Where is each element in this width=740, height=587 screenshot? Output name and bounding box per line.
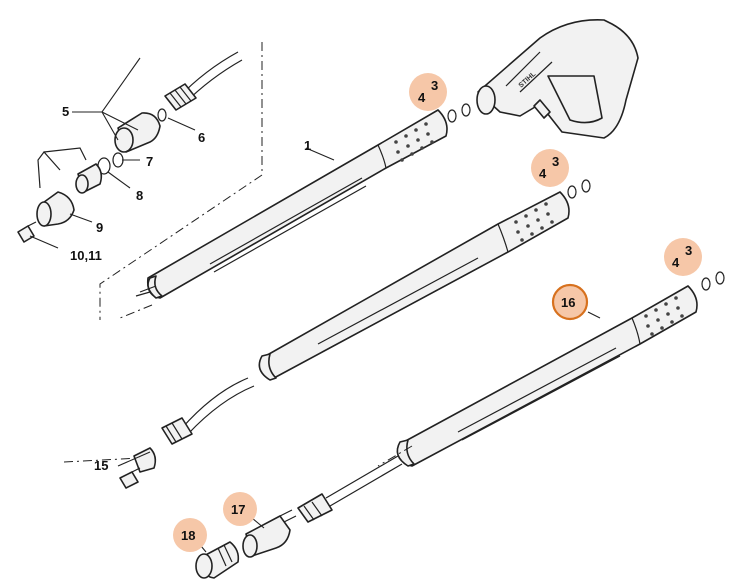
spray-gun: STIHL <box>476 19 639 139</box>
callout-1: 1 <box>304 138 311 153</box>
lance-16 <box>297 285 698 523</box>
nozzle-17 <box>242 509 297 558</box>
grip-texture-1 <box>394 122 434 162</box>
callout-highlight-4-3-mid[interactable] <box>531 149 569 187</box>
callout-9: 9 <box>96 220 103 235</box>
callout-4b: 4 <box>539 166 547 181</box>
nut-part-5 <box>114 112 161 153</box>
insert-part <box>75 163 103 194</box>
lance-1 <box>135 109 448 299</box>
callout-highlight-4-3-top[interactable] <box>409 73 447 111</box>
callout-7: 7 <box>146 154 153 169</box>
o-ring-4a <box>447 109 457 123</box>
o-ring-4b <box>567 185 577 199</box>
lance-2 <box>63 191 570 473</box>
o-ring-3b <box>581 179 591 193</box>
callout-8: 8 <box>136 188 143 203</box>
o-ring-3c <box>715 271 725 285</box>
nozzle-18 <box>195 539 240 579</box>
callout-17: 17 <box>231 502 245 517</box>
o-ring-7 <box>112 152 124 168</box>
coupler-part <box>164 83 197 111</box>
o-ring-4c <box>701 277 711 291</box>
callout-6: 6 <box>198 130 205 145</box>
callout-5: 5 <box>62 104 69 119</box>
callout-highlight-17[interactable] <box>223 492 257 526</box>
callout-highlight-18[interactable] <box>173 518 207 552</box>
callout-highlight-4-3-right[interactable] <box>664 238 702 276</box>
small-nozzle-10-11 <box>17 221 37 243</box>
spring-clip <box>37 147 87 189</box>
callout-15: 15 <box>94 458 108 473</box>
o-ring-3a <box>461 103 471 117</box>
callout-3b: 3 <box>552 154 559 169</box>
nozzle-15 <box>119 467 141 489</box>
o-ring-6 <box>157 108 167 122</box>
callout-3c: 3 <box>685 243 692 258</box>
callout-16: 16 <box>561 295 575 310</box>
callout-18: 18 <box>181 528 195 543</box>
grip-texture-2 <box>514 202 554 242</box>
grip-texture-16 <box>644 296 684 336</box>
callout-10-11: 10,11 <box>70 248 102 263</box>
callout-4c: 4 <box>672 255 680 270</box>
callout-3a: 3 <box>431 78 438 93</box>
callout-highlight-16-selected[interactable] <box>551 283 589 321</box>
nozzle-cap-9 <box>36 191 75 227</box>
callout-4a: 4 <box>418 90 426 105</box>
nozzle-assembly-group <box>17 42 263 320</box>
